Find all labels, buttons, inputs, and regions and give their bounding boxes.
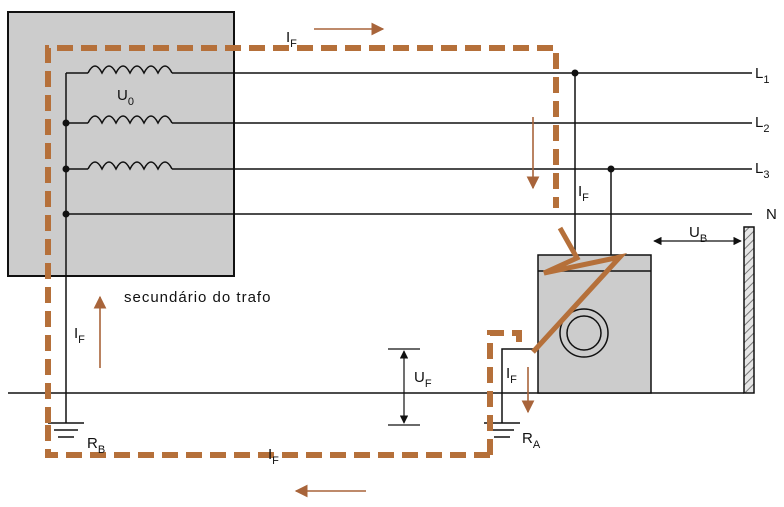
junction-dots — [62, 69, 615, 218]
n-label: N — [766, 206, 777, 223]
if-label-bottom: IF — [268, 446, 279, 467]
if-label-left: IF — [74, 325, 85, 346]
l1-label: L1 — [755, 65, 769, 86]
transformer-box — [7, 11, 235, 277]
conductors — [65, 65, 752, 423]
l2-label: L2 — [755, 114, 769, 135]
ground-electrode-rb — [48, 422, 84, 438]
fault-current-path — [45, 45, 559, 458]
if-label-top: IF — [286, 29, 297, 50]
transformer-caption: secundário do trafo — [124, 289, 271, 306]
if-label-right: IF — [578, 183, 589, 204]
uf-dimension — [388, 348, 420, 426]
u0-label: U0 — [117, 87, 134, 108]
wall — [743, 226, 755, 394]
ub-label: UB — [689, 224, 707, 245]
ra-label: RA — [522, 430, 541, 451]
l3-label: L3 — [755, 160, 769, 181]
if-label-equipment: IF — [506, 365, 517, 386]
rb-label: RB — [87, 435, 105, 456]
fault-zigzag — [531, 226, 628, 354]
ground-electrode-ra — [484, 348, 538, 438]
uf-label: UF — [414, 369, 432, 390]
equipment — [537, 254, 652, 394]
direction-arrows — [93, 22, 540, 498]
